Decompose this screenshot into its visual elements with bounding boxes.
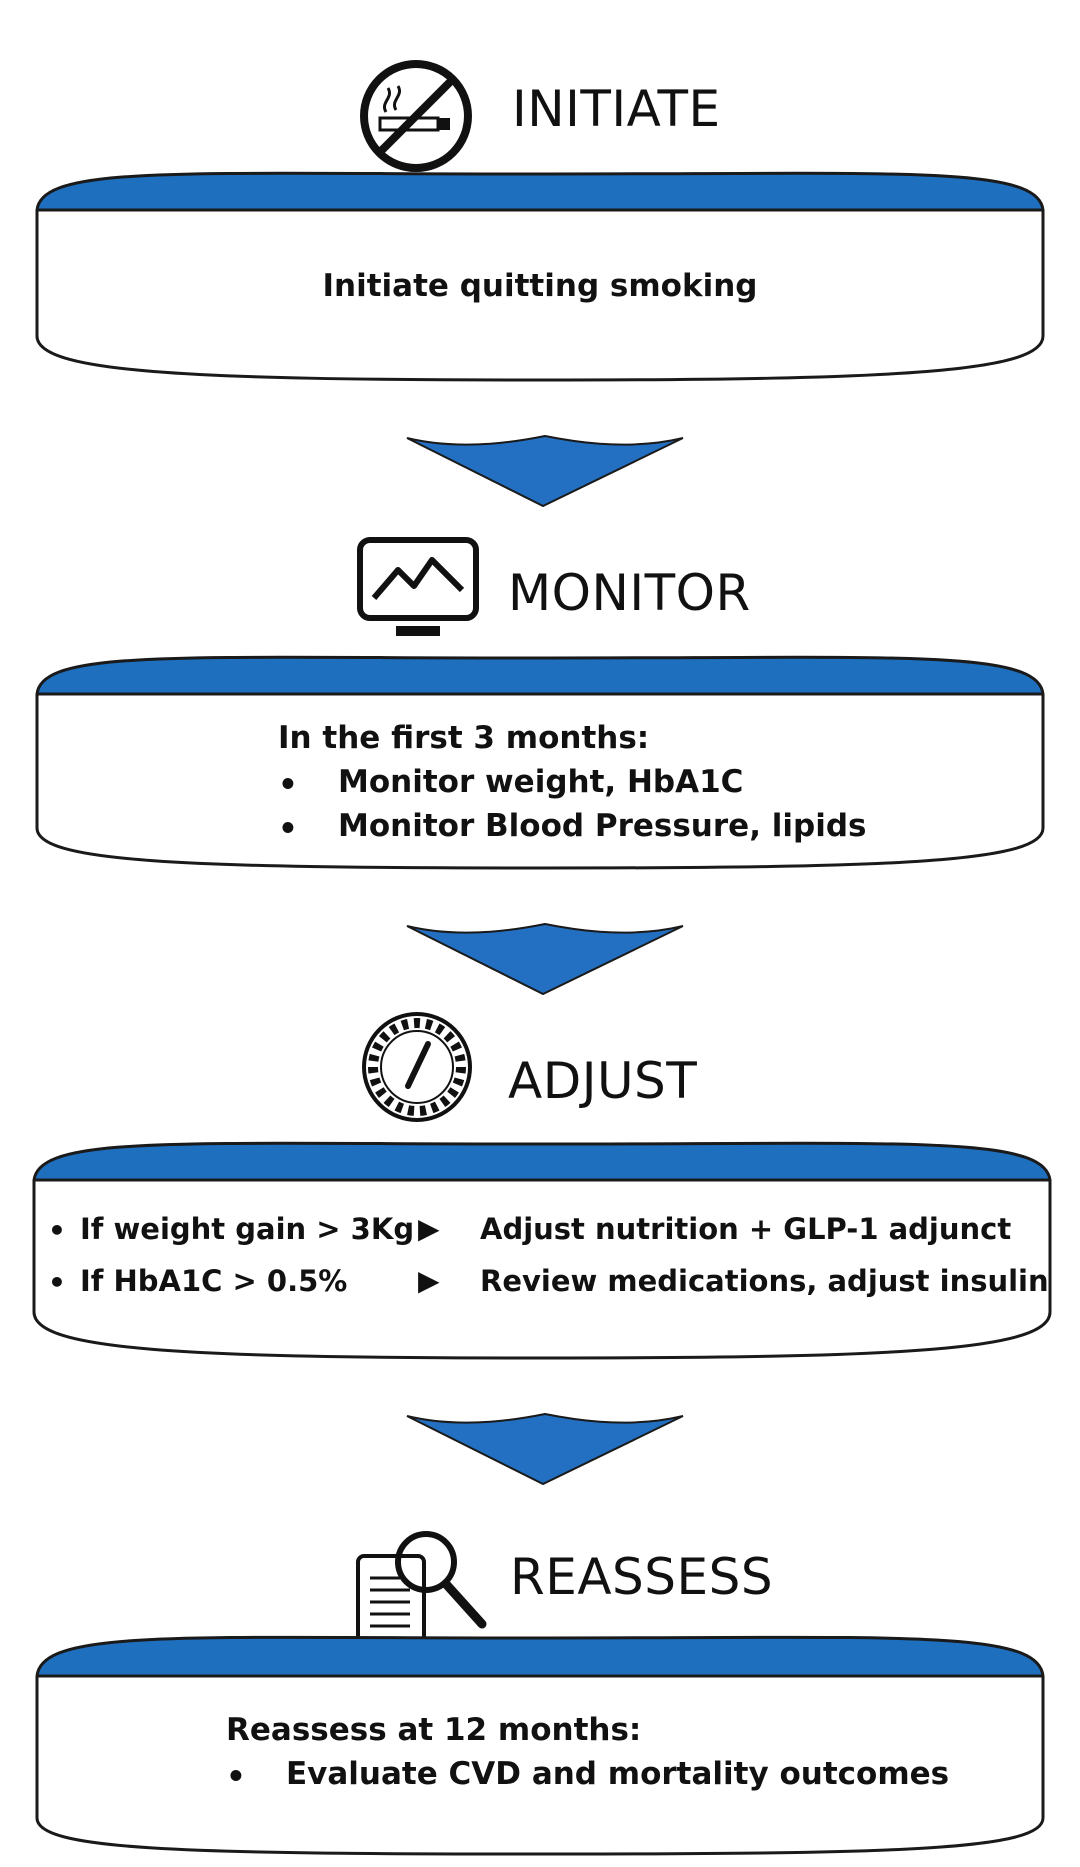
adjust-action-1: Adjust nutrition + GLP-1 adjunct — [480, 1212, 1012, 1246]
reassess-bullet-1: Evaluate CVD and mortality outcomes — [286, 1756, 950, 1792]
step-title-initiate: INITIATE — [512, 80, 721, 138]
bullet-dot: • — [48, 1266, 66, 1299]
down-arrow-icon — [406, 922, 684, 996]
adjust-condition-2: If HbA1C > 0.5% — [80, 1264, 348, 1298]
down-arrow-icon — [406, 1412, 684, 1486]
bullet-dot: • — [278, 811, 298, 847]
bullet-dot: • — [278, 767, 298, 803]
down-arrow-icon — [406, 434, 684, 508]
reassess-intro: Reassess at 12 months: — [226, 1712, 642, 1748]
step-title-reassess: REASSESS — [510, 1548, 774, 1606]
card-shape — [35, 1635, 1045, 1856]
pointer-icon: ▶ — [418, 1264, 440, 1297]
monitor-bullet-2: Monitor Blood Pressure, lipids — [338, 808, 867, 844]
gauge-icon — [362, 1012, 472, 1122]
no-smoking-icon — [360, 60, 472, 172]
document-magnifier-icon — [356, 1531, 487, 1654]
monitor-intro: In the first 3 months: — [278, 720, 650, 756]
adjust-action-2: Review medications, adjust insulin — [480, 1264, 1049, 1298]
adjust-condition-1: If weight gain > 3Kg — [80, 1212, 415, 1246]
step-title-monitor: MONITOR — [508, 564, 751, 622]
card-shape — [35, 171, 1045, 382]
pointer-icon: ▶ — [418, 1212, 440, 1245]
monitor-bullet-1: Monitor weight, HbA1C — [338, 764, 744, 800]
monitor-chart-icon — [357, 537, 479, 636]
card-shape — [35, 655, 1045, 870]
bullet-dot: • — [226, 1759, 246, 1795]
step-card-initiate: Initiate quitting smoking — [30, 140, 1050, 386]
initiate-text: Initiate quitting smoking — [322, 268, 758, 304]
bullet-dot: • — [48, 1214, 66, 1247]
step-card-adjust: • If weight gain > 3Kg ▶ Adjust nutritio… — [28, 1110, 1056, 1366]
step-card-monitor: In the first 3 months: • Monitor weight,… — [30, 624, 1050, 876]
step-title-adjust: ADJUST — [508, 1052, 698, 1110]
card-shape — [32, 1141, 1052, 1360]
step-card-reassess: Reassess at 12 months: • Evaluate CVD an… — [30, 1604, 1050, 1858]
